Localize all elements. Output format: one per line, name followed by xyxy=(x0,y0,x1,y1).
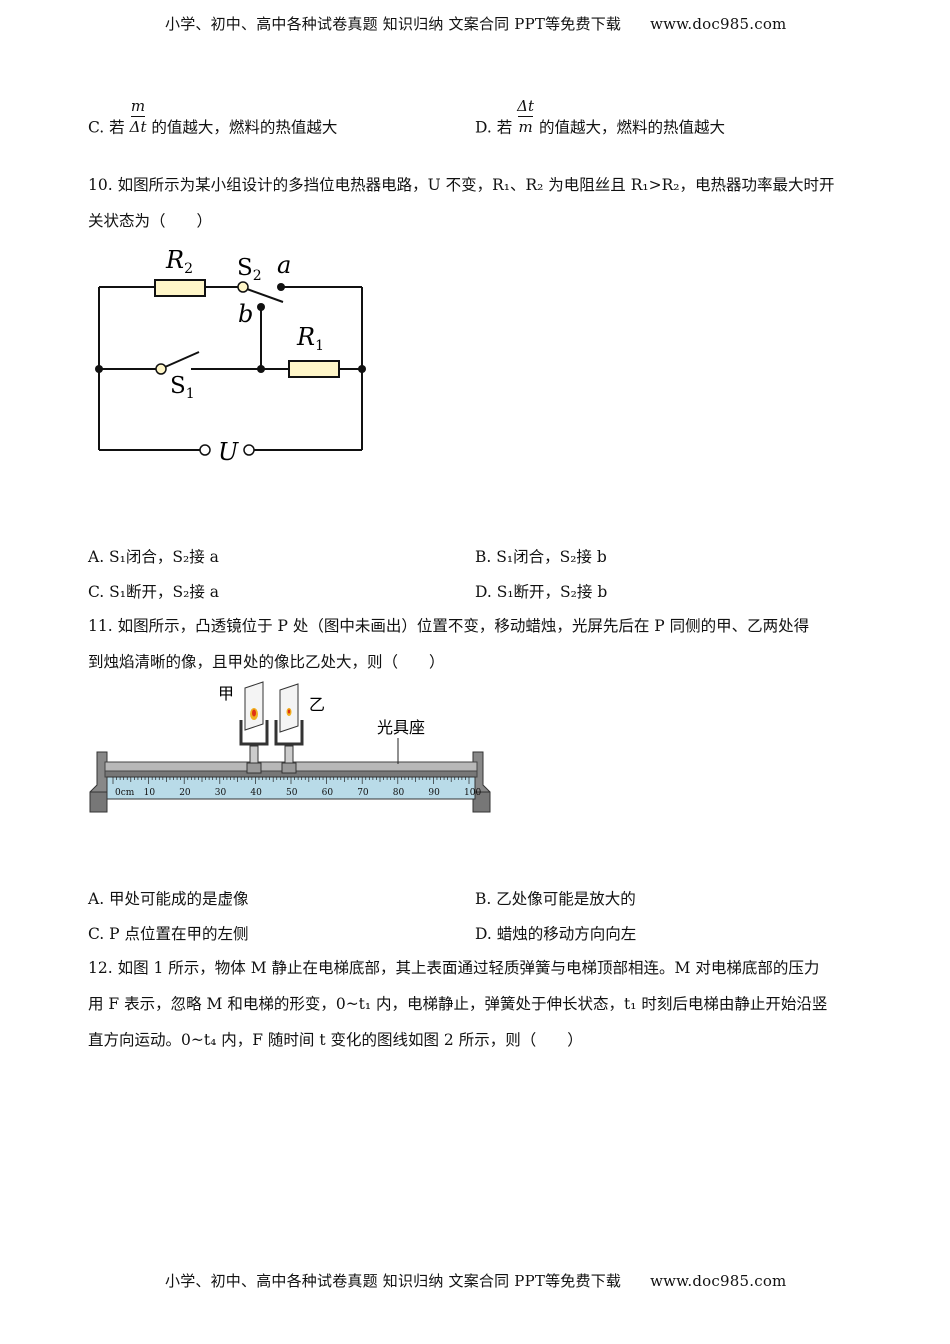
q10-option-d[interactable]: D. S₁断开，S₂接 b xyxy=(475,583,608,601)
screen-yi-label: 乙 xyxy=(309,695,325,714)
q10-stem-line2: 关状态为（ ） xyxy=(88,212,213,230)
ruler-tick-label: 20 xyxy=(179,788,191,798)
q11-stem-line1: 11. 如图所示，凸透镜位于 P 处（图中未画出）位置不变，移动蜡烛，光屏先后在… xyxy=(88,617,810,635)
q11-option-c[interactable]: C. P 点位置在甲的左侧 xyxy=(88,925,249,943)
q9-c-label: C. 若 xyxy=(88,118,125,137)
q10-option-b[interactable]: B. S₁闭合，S₂接 b xyxy=(475,548,607,566)
q11-option-d[interactable]: D. 蜡烛的移动方向向左 xyxy=(475,925,637,943)
q9-c-denominator: Δt xyxy=(129,118,147,136)
q11-option-a[interactable]: A. 甲处可能成的是虚像 xyxy=(88,890,249,908)
voltage-u-label: U xyxy=(218,438,239,466)
optical-bench-label: 光具座 xyxy=(377,718,425,737)
s2-label: S2 xyxy=(237,255,262,284)
page-footer: 小学、初中、高中各种试卷真题 知识归纳 文案合同 PPT等免费下载 www.do… xyxy=(165,1270,786,1291)
ruler-tick-label: 10 xyxy=(144,788,156,798)
q10-option-a[interactable]: A. S₁闭合，S₂接 a xyxy=(88,548,219,566)
q9-d-denominator: m xyxy=(518,118,533,136)
q11-optical-bench-figure: 0cm 10 20 30 40 50 60 70 80 90 100 甲 乙 光具座 xyxy=(89,681,491,813)
ruler-tick-label: 70 xyxy=(357,788,369,798)
r1-label: R1 xyxy=(296,323,324,354)
ruler-tick-label: 60 xyxy=(322,788,334,798)
q10-stem-line1: 10. 如图所示为某小组设计的多挡位电热器电路，U 不变，R₁、R₂ 为电阻丝且… xyxy=(88,176,835,194)
s1-label: S1 xyxy=(170,373,195,402)
q10-circuit-diagram: R2 S2 a b R1 S1 U xyxy=(95,246,366,466)
ruler-tick-label: 50 xyxy=(286,788,298,798)
q9-c-fraction: m Δt xyxy=(130,96,147,137)
footer-site-link[interactable]: www.doc985.com xyxy=(650,1272,787,1290)
r2-label: R2 xyxy=(165,246,193,277)
q9-d-fraction: Δt m xyxy=(517,96,534,137)
q9-d-tail: 的值越大，燃料的热值越大 xyxy=(538,118,725,137)
q9-option-c[interactable]: C. 若 m Δt 的值越大，燃料的热值越大 xyxy=(88,97,338,149)
ruler-tick-label: 90 xyxy=(428,788,440,798)
q10-option-c[interactable]: C. S₁断开，S₂接 a xyxy=(88,583,219,601)
contact-a-label: a xyxy=(277,251,291,279)
contact-b-label: b xyxy=(238,300,253,328)
q9-c-numerator: m xyxy=(130,97,146,115)
ruler-tick-label: 100 xyxy=(464,788,481,798)
ruler-tick-label: 40 xyxy=(250,788,262,798)
ruler-tick-label: 30 xyxy=(215,788,227,798)
footer-text: 小学、初中、高中各种试卷真题 知识归纳 文案合同 PPT等免费下载 xyxy=(165,1272,622,1290)
header-site-link[interactable]: www.doc985.com xyxy=(650,15,787,33)
q9-c-tail: 的值越大，燃料的热值越大 xyxy=(151,118,338,137)
q9-option-d[interactable]: D. 若 Δt m 的值越大，燃料的热值越大 xyxy=(475,97,725,149)
q12-stem-line3: 直方向运动。0~t₄ 内，F 随时间 t 变化的图线如图 2 所示，则（ ） xyxy=(88,1031,583,1049)
q11-stem-line2: 到烛焰清晰的像，且甲处的像比乙处大，则（ ） xyxy=(88,653,445,671)
header-text: 小学、初中、高中各种试卷真题 知识归纳 文案合同 PPT等免费下载 xyxy=(165,15,622,33)
ruler-tick-label: 0cm xyxy=(115,788,135,798)
ruler-tick-label: 80 xyxy=(393,788,405,798)
q9-d-label: D. 若 xyxy=(475,118,513,137)
q12-stem-line1: 12. 如图 1 所示，物体 M 静止在电梯底部，其上表面通过轻质弹簧与电梯顶部… xyxy=(88,959,820,977)
q9-d-numerator: Δt xyxy=(517,97,535,115)
q12-stem-line2: 用 F 表示，忽略 M 和电梯的形变，0~t₁ 内，电梯静止，弹簧处于伸长状态，… xyxy=(88,995,828,1013)
q11-option-b[interactable]: B. 乙处像可能是放大的 xyxy=(475,890,636,908)
screen-jia-label: 甲 xyxy=(218,684,234,703)
page-header: 小学、初中、高中各种试卷真题 知识归纳 文案合同 PPT等免费下载 www.do… xyxy=(165,13,786,34)
